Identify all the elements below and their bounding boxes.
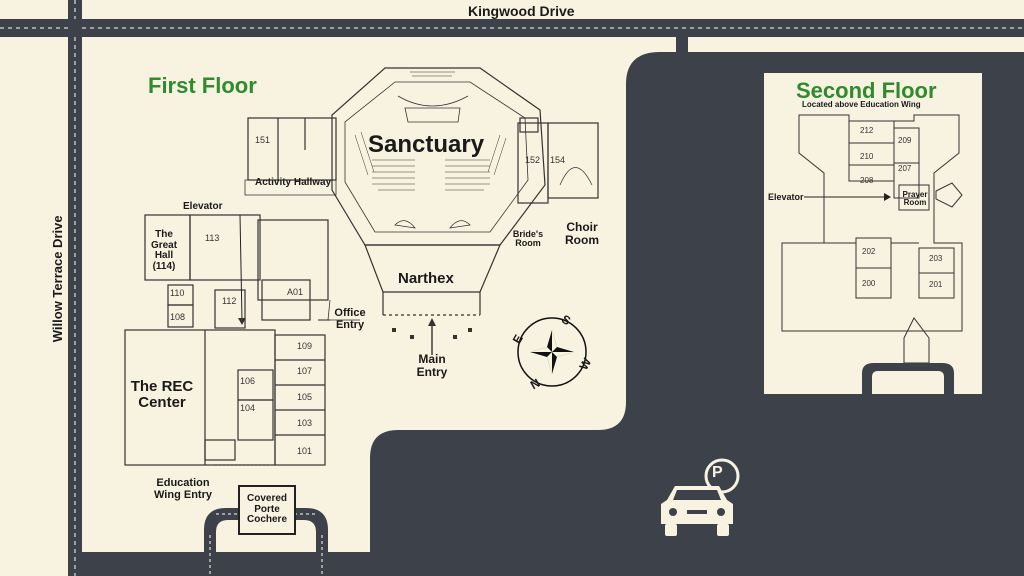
elevator-label: Elevator bbox=[183, 201, 223, 212]
room-112: 112 bbox=[222, 296, 237, 306]
room-a01: A01 bbox=[287, 287, 304, 297]
room-107: 107 bbox=[297, 366, 313, 376]
second-floor-title: Second Floor bbox=[796, 78, 937, 103]
room-106: 106 bbox=[240, 376, 256, 386]
room-108: 108 bbox=[170, 312, 186, 322]
sanctuary-label: Sanctuary bbox=[368, 131, 485, 158]
room-210: 210 bbox=[860, 152, 874, 161]
second-floor-plan bbox=[781, 114, 963, 394]
room-154: 154 bbox=[550, 155, 566, 165]
choir-room-label: Choir Room bbox=[565, 220, 599, 247]
room-152: 152 bbox=[525, 155, 541, 165]
parking-letter: P bbox=[712, 464, 723, 481]
room-151: 151 bbox=[255, 135, 271, 145]
parking-car-icon bbox=[661, 458, 740, 536]
second-floor-drive bbox=[862, 363, 954, 394]
room-207: 207 bbox=[898, 164, 912, 173]
room-109: 109 bbox=[297, 341, 313, 351]
room-104: 104 bbox=[240, 403, 256, 413]
room-105: 105 bbox=[297, 392, 313, 402]
narthex-label: Narthex bbox=[398, 270, 454, 287]
room-200: 200 bbox=[862, 279, 876, 288]
road-label-kingwood: Kingwood Drive bbox=[468, 3, 575, 19]
first-floor-plan bbox=[124, 67, 599, 466]
rec-center-label: The REC Center bbox=[130, 378, 194, 411]
room-209: 209 bbox=[898, 136, 912, 145]
education-wing-entry-label: Education Wing Entry bbox=[154, 477, 212, 501]
office-entry-label: Office Entry bbox=[334, 307, 366, 331]
compass-rose bbox=[517, 317, 587, 387]
room-113: 113 bbox=[205, 233, 220, 243]
prayer-room-label: Prayer Room bbox=[902, 190, 928, 208]
second-floor-subtitle: Located above Education Wing bbox=[802, 100, 921, 109]
room-103: 103 bbox=[297, 418, 313, 428]
room-110: 110 bbox=[170, 288, 185, 298]
room-203: 203 bbox=[929, 254, 943, 263]
porte-cochere-drive bbox=[204, 508, 328, 576]
main-entry-label: Main Entry bbox=[416, 352, 448, 379]
room-202: 202 bbox=[862, 247, 876, 256]
room-201: 201 bbox=[929, 280, 943, 289]
room-101: 101 bbox=[297, 446, 313, 456]
room-212: 212 bbox=[860, 126, 874, 135]
entry-markers bbox=[215, 214, 472, 466]
brides-room-label: Bride's Room bbox=[512, 229, 544, 249]
first-floor-title: First Floor bbox=[148, 73, 257, 98]
second-floor-elevator-label: Elevator bbox=[768, 192, 804, 202]
porte-cochere-label: Covered Porte Cochere bbox=[238, 485, 296, 535]
road-label-willow-terrace: Willow Terrace Drive bbox=[50, 215, 66, 343]
activity-hallway-label: Activity Hallway bbox=[255, 177, 332, 188]
room-208: 208 bbox=[860, 176, 874, 185]
great-hall-label: The Great Hall (114) bbox=[150, 229, 178, 272]
second-floor-panel: Second Floor Located above Education Win… bbox=[764, 73, 982, 394]
